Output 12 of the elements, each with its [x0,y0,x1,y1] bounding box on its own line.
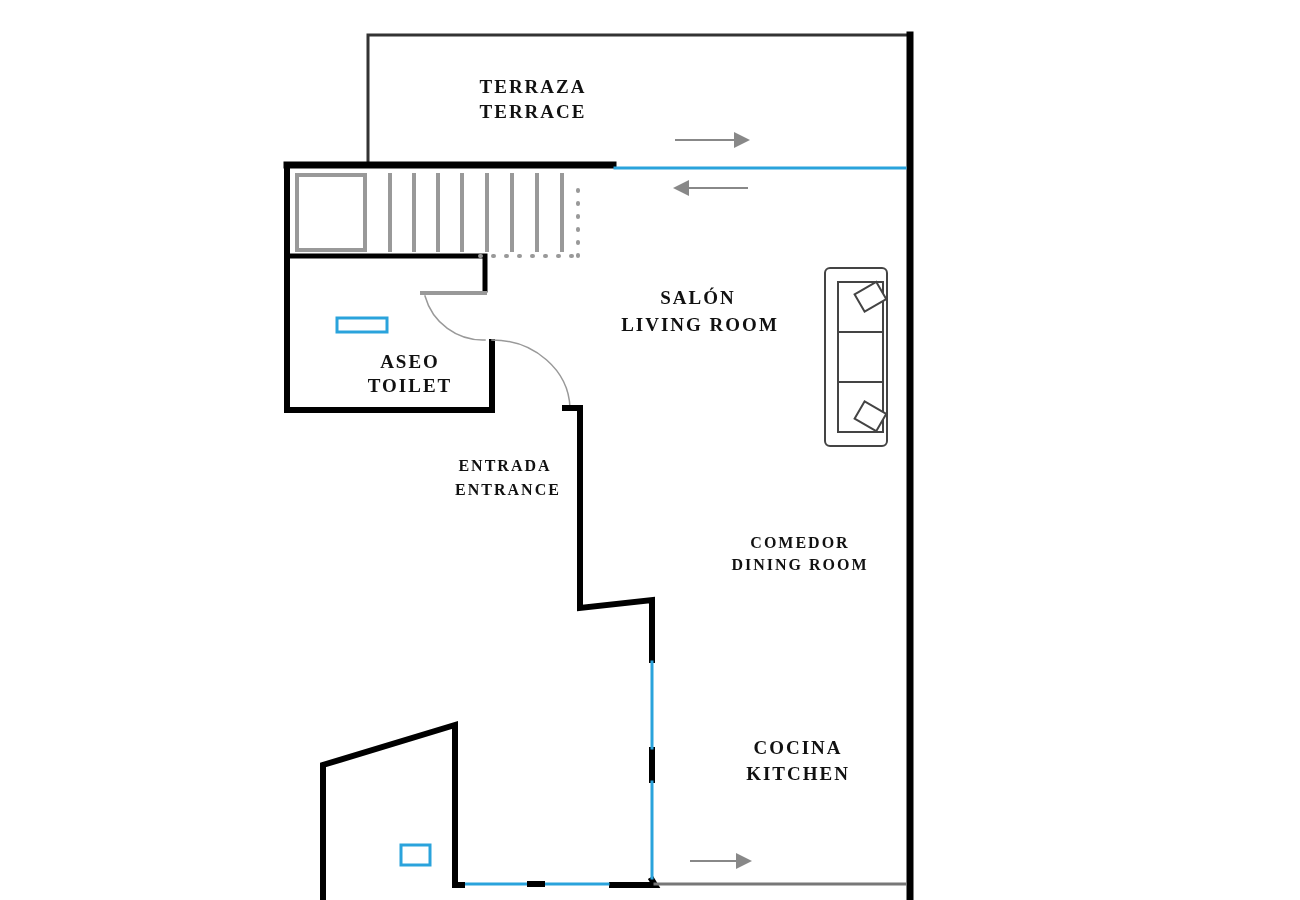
room-label: TOILET [367,375,453,397]
room-label: ENTRADA [458,457,552,475]
room-label: TERRACE [479,101,587,123]
room-label: SALÓN [660,287,736,309]
room-label: LIVING ROOM [621,314,779,336]
room-label: KITCHEN [746,763,850,785]
room-label: COMEDOR [750,534,850,552]
room-label: TERRAZA [479,76,587,98]
room-label: DINING ROOM [731,556,869,574]
room-label: ENTRANCE [455,481,561,499]
room-label: COCINA [753,737,843,759]
room-label: ASEO [380,351,440,373]
